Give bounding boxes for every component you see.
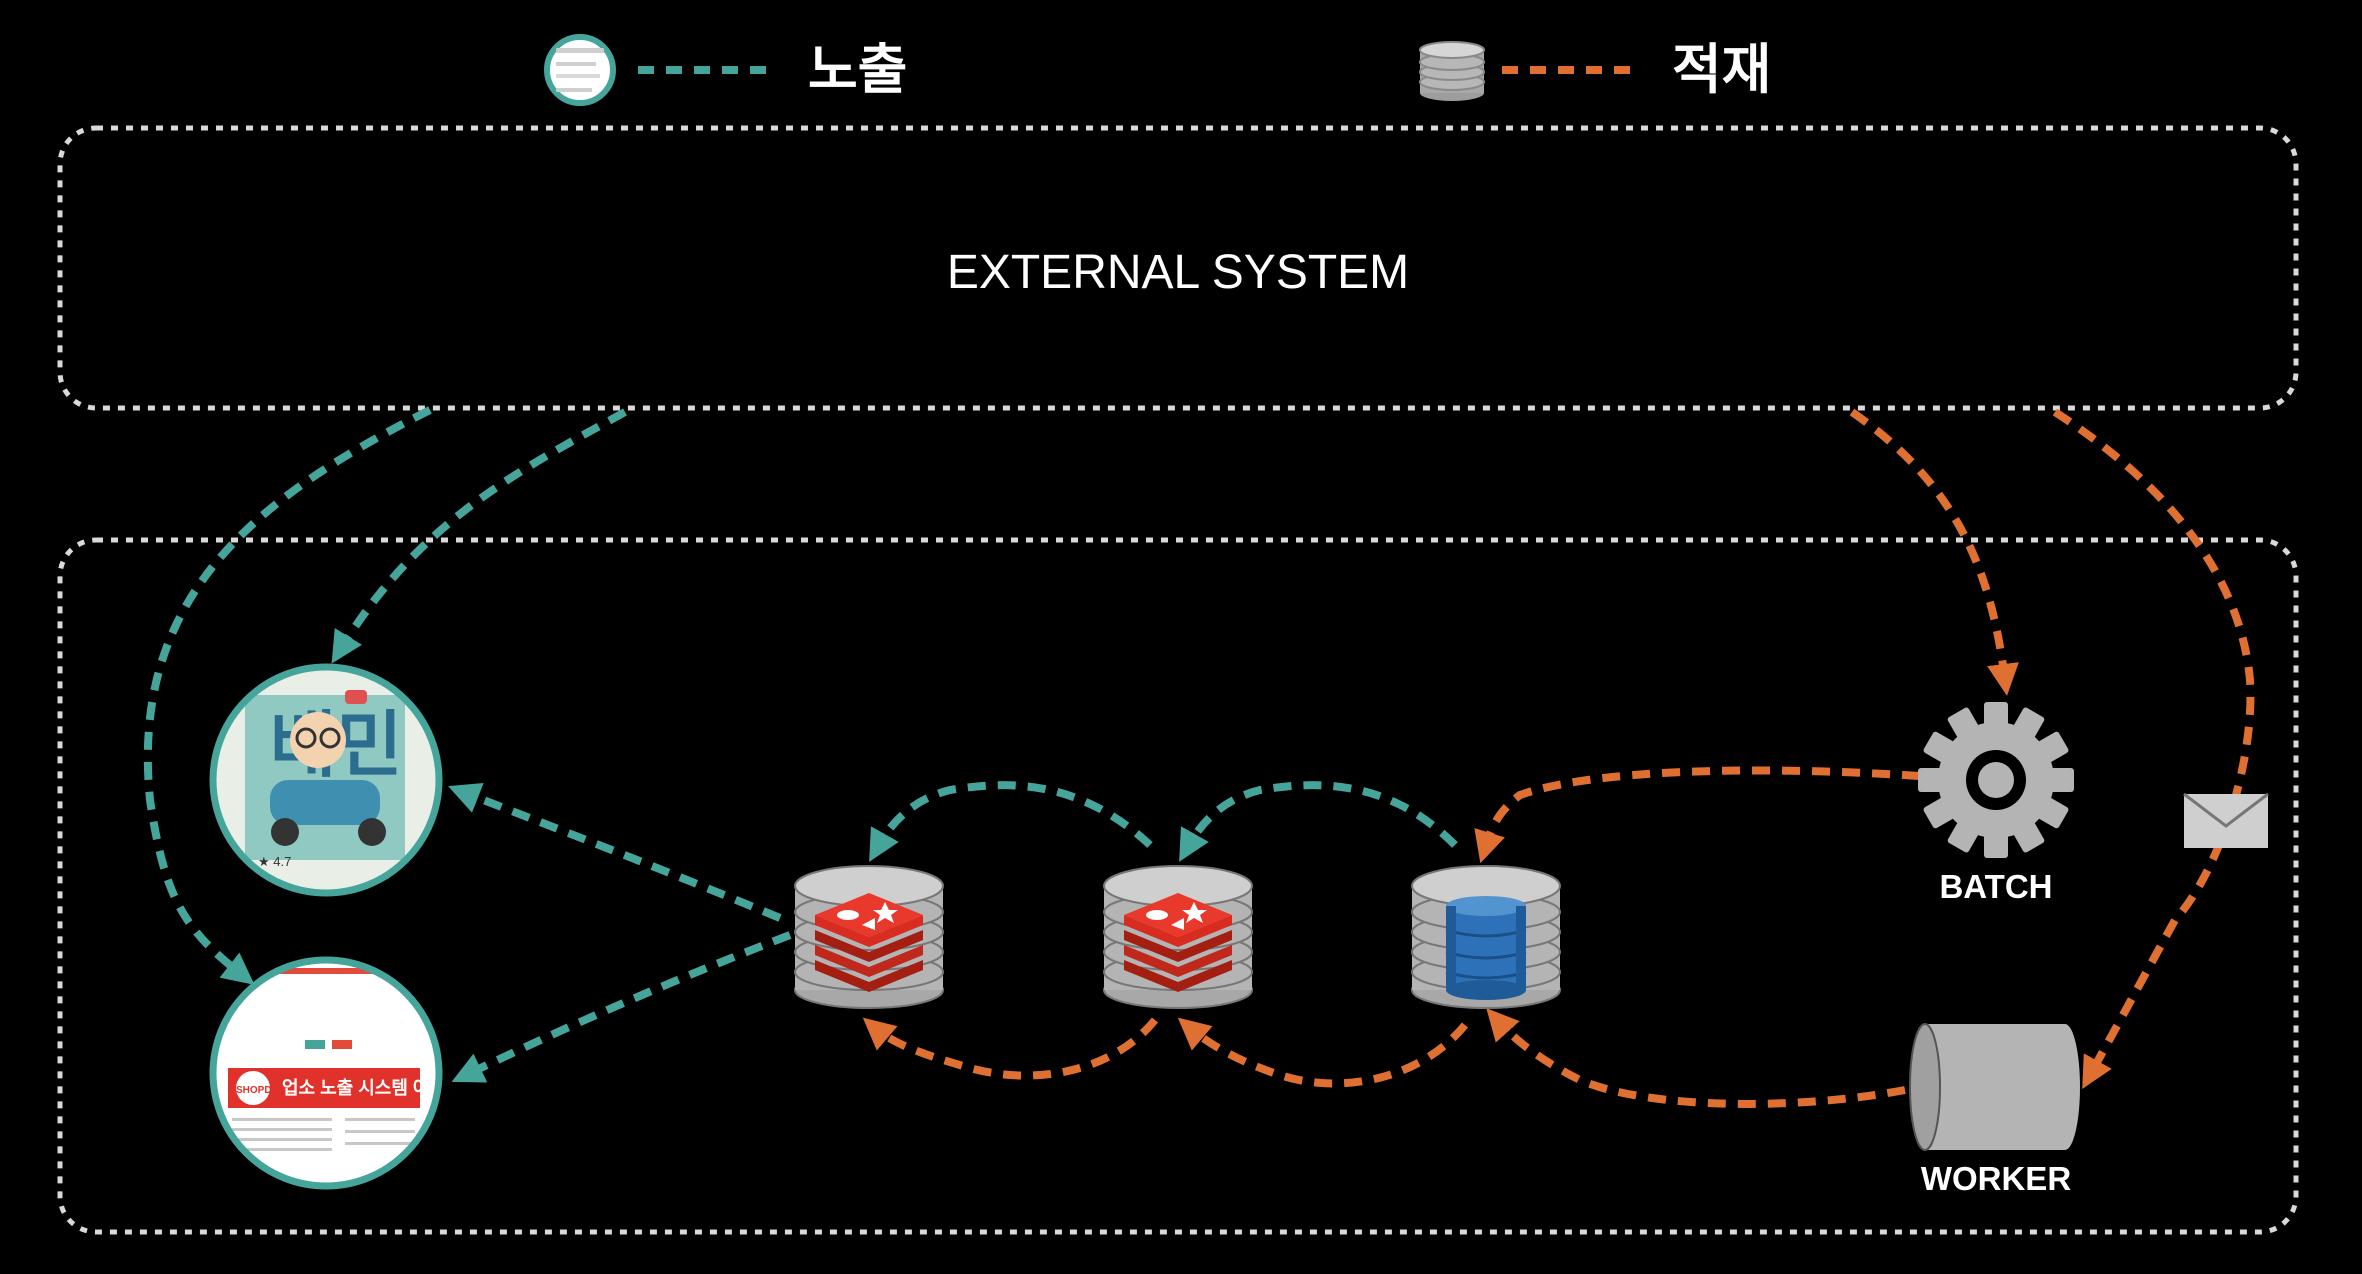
legend-stacking-label: 적재 (1672, 40, 1771, 100)
external-system-boundary (57, 125, 2299, 411)
cache1-to-admin-flow (451, 931, 792, 1083)
admin-screen-node: SHOPDP 업소 노출 시스템 어드민 (209, 956, 463, 1190)
legend-stacking-icon (1419, 41, 1485, 101)
legend-exposure-label: 노출 (808, 40, 907, 100)
legend: 노출 적재 (544, 34, 1771, 106)
cache1-redis-node (794, 865, 944, 1009)
batch-node: BATCH (1918, 702, 2074, 905)
cache1-to-app-flow (448, 782, 782, 922)
legend-exposure-icon (544, 34, 616, 106)
admin-banner-text: 업소 노출 시스템 어드민 (282, 1078, 463, 1098)
envelope-icon (2183, 792, 2269, 848)
db-to-cache2-flow (1179, 781, 1458, 862)
cache2-to-cache1-flow (869, 781, 1153, 862)
cache2-redis-icon (1124, 893, 1232, 992)
external-to-worker-flow (2052, 408, 2255, 1089)
app-screen-node: 배민 ★ 4.7 (209, 663, 443, 897)
admin-logo-text: SHOPDP (236, 1085, 279, 1096)
exposure-flows (143, 406, 1458, 1083)
external-to-app-flow (331, 408, 627, 664)
cache1-redis-icon (815, 893, 923, 992)
dynamodb-icon (1445, 896, 1527, 1000)
db-to-cache2-load-flow (1177, 1017, 1469, 1088)
external-to-batch-flow (1849, 408, 2019, 696)
queue-cylinder-icon (1909, 1023, 2080, 1151)
cache2-to-cache1-load-flow (862, 1017, 1159, 1080)
admin-screenshot-icon: SHOPDP 업소 노출 시스템 어드민 (213, 960, 463, 1186)
cache2-redis-node (1103, 865, 1253, 1009)
worker-label: WORKER (1921, 1160, 2071, 1197)
database-dynamodb-node (1411, 865, 1561, 1009)
worker-to-db-flow (1486, 1008, 1906, 1108)
app-rating-text: ★ 4.7 (258, 854, 291, 869)
app-screenshot-icon: 배민 ★ 4.7 (213, 667, 439, 893)
external-system-title: EXTERNAL SYSTEM (947, 246, 1409, 299)
gear-icon (1918, 702, 2074, 858)
external-to-admin-flow (143, 406, 432, 985)
batch-label: BATCH (1939, 868, 2052, 905)
batch-to-db-flow (1474, 766, 1921, 864)
worker-node: WORKER (1909, 1023, 2080, 1197)
stacking-flows (862, 408, 2255, 1108)
internal-system-boundary (57, 537, 2299, 1235)
